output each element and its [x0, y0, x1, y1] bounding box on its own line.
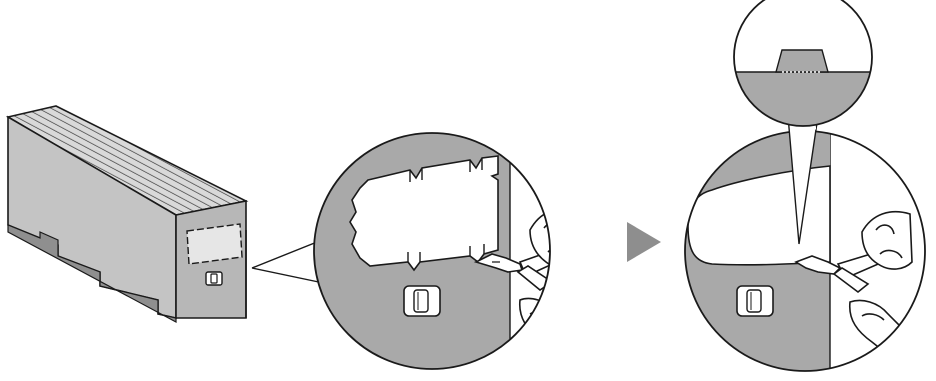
- rocker-switch-icon: [206, 272, 222, 285]
- rocker-switch-icon: [404, 286, 440, 316]
- rocker-switch-icon: [737, 286, 773, 316]
- right-triangle-arrow-icon: [627, 222, 661, 262]
- step-cut-tabs-zoom: [300, 120, 572, 381]
- device-unit: [8, 106, 246, 322]
- device-knockout: [187, 224, 242, 264]
- trimmed-tab: [776, 50, 828, 72]
- edge-detail-zoom: [730, 0, 880, 132]
